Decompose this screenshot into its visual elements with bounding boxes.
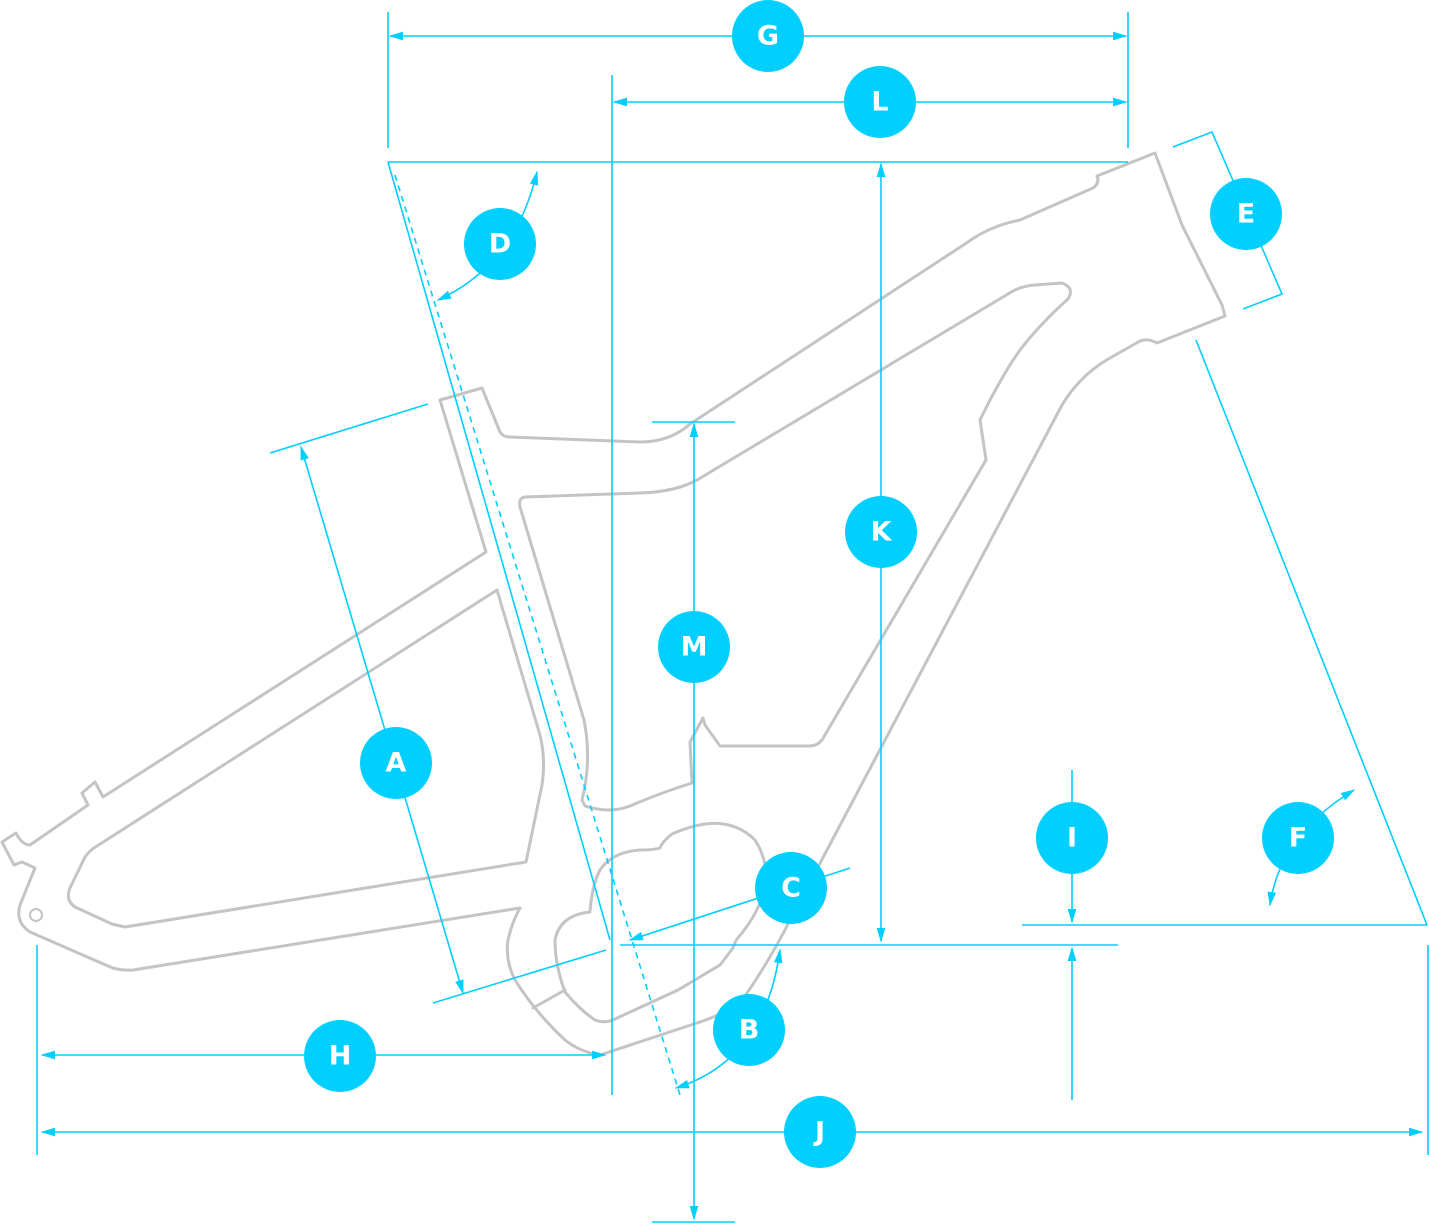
label-h: H bbox=[304, 1020, 376, 1092]
svg-text:D: D bbox=[489, 229, 511, 260]
frame-rear-triangle-inner bbox=[66, 588, 546, 929]
frame-main-triangle-inner bbox=[518, 281, 1072, 812]
svg-text:M: M bbox=[681, 632, 708, 663]
seat-tube-effective-axis bbox=[394, 174, 681, 1096]
svg-text:H: H bbox=[329, 1041, 352, 1072]
label-c: C bbox=[755, 852, 827, 924]
label-j: J bbox=[784, 1096, 856, 1168]
svg-text:B: B bbox=[739, 1015, 760, 1046]
svg-text:E: E bbox=[1237, 199, 1255, 230]
svg-text:I: I bbox=[1067, 823, 1077, 854]
label-f: F bbox=[1262, 802, 1334, 874]
label-g: G bbox=[732, 0, 804, 72]
svg-text:K: K bbox=[871, 517, 893, 548]
motor-housing bbox=[553, 821, 768, 1024]
svg-text:L: L bbox=[871, 87, 888, 118]
svg-text:A: A bbox=[386, 748, 407, 779]
dropout-hole bbox=[29, 908, 43, 922]
label-l: L bbox=[844, 66, 916, 138]
label-k: K bbox=[845, 496, 917, 568]
label-b: B bbox=[713, 994, 785, 1066]
frame-outer-outline bbox=[0, 151, 1227, 1057]
label-d: D bbox=[464, 208, 536, 280]
motor-link bbox=[531, 988, 567, 1010]
label-i: I bbox=[1036, 802, 1108, 874]
svg-text:J: J bbox=[813, 1117, 825, 1148]
svg-text:C: C bbox=[781, 873, 801, 904]
bike-frame bbox=[0, 151, 1227, 1057]
label-m: M bbox=[658, 611, 730, 683]
label-a: A bbox=[360, 727, 432, 799]
label-e: E bbox=[1210, 178, 1282, 250]
svg-text:F: F bbox=[1289, 823, 1307, 854]
svg-text:G: G bbox=[757, 21, 779, 52]
seat-tube-axis bbox=[387, 161, 611, 941]
dim-a-line bbox=[300, 445, 464, 995]
